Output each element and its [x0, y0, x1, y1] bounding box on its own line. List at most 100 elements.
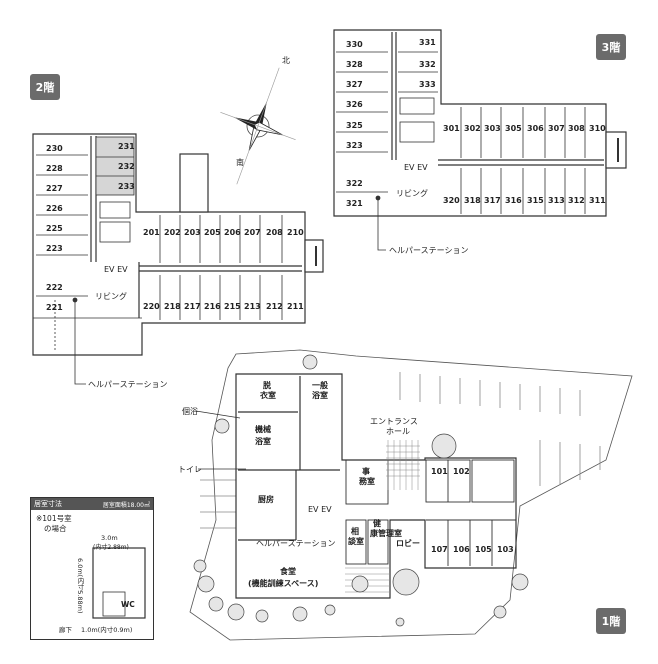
room-212: 212: [266, 302, 283, 311]
room-308: 308: [568, 124, 585, 133]
elevator-label-1f: EV EV: [308, 505, 332, 514]
room-size-note-line-2: の場合: [44, 524, 67, 533]
room-326: 326: [346, 100, 363, 109]
room-size-legend: 居室寸法 居室面積18.00㎡ ※101号室 の場合 3.0m (内寸2.88m…: [30, 497, 154, 640]
office-label-2: 務室: [359, 476, 375, 486]
room-222: 222: [46, 283, 63, 292]
individual-bath-label: 個浴: [182, 406, 198, 416]
room-303: 303: [484, 124, 501, 133]
room-217: 217: [184, 302, 201, 311]
floor-1-leaders: [195, 410, 246, 470]
wc-label: WC: [121, 600, 135, 609]
room-size-header: 居室寸法 居室面積18.00㎡: [31, 498, 153, 510]
living-label-2f: リビング: [95, 291, 127, 301]
room-215: 215: [224, 302, 241, 311]
room-218: 218: [164, 302, 181, 311]
room-227: 227: [46, 184, 63, 193]
room-201: 201: [143, 228, 160, 237]
entrance-hall-label-2: ホール: [386, 427, 410, 436]
room-312: 312: [568, 196, 585, 205]
floor-2-plan: [32, 133, 324, 356]
room-322: 322: [346, 179, 363, 188]
toilet-label: トイレ: [178, 465, 202, 474]
lobby-label: ロビー: [396, 538, 420, 548]
room-228: 228: [46, 164, 63, 173]
room-225: 225: [46, 224, 63, 233]
room-220: 220: [143, 302, 160, 311]
consultation-room-label-2: 談室: [348, 536, 364, 546]
trees: [193, 354, 529, 627]
room-size-title: 居室寸法: [34, 500, 62, 508]
corridor-label: 廊下: [59, 626, 72, 634]
room-323: 323: [346, 141, 363, 150]
undressing-room-label-1: 脱: [263, 380, 271, 390]
floor-tag-1f: 1階: [596, 608, 626, 634]
floor-3-plan: [333, 29, 627, 217]
door-width-label: 1.0m(内寸0.9m): [81, 626, 133, 634]
room-328: 328: [346, 60, 363, 69]
room-321: 321: [346, 199, 363, 208]
room-327: 327: [346, 80, 363, 89]
room-101: 101: [431, 467, 448, 476]
room-106: 106: [453, 545, 470, 554]
elevator-label-3f: EV EV: [404, 163, 428, 172]
machine-bath-label-1: 機械: [255, 424, 271, 434]
living-label-3f: リビング: [396, 188, 428, 198]
compass-north-label: 北: [282, 56, 290, 65]
elevator-label-2f: EV EV: [104, 265, 128, 274]
room-size-diagram: [92, 547, 146, 619]
room-302: 302: [464, 124, 481, 133]
consultation-room-label-1: 相: [351, 526, 359, 536]
room-203: 203: [184, 228, 201, 237]
helper-station-leader-2f: [72, 297, 86, 385]
room-332: 332: [419, 60, 436, 69]
room-333: 333: [419, 80, 436, 89]
helper-station-leader-3f: [375, 195, 386, 251]
room-230: 230: [46, 144, 63, 153]
room-325: 325: [346, 121, 363, 130]
room-size-note: ※101号室 の場合: [36, 514, 72, 534]
room-206: 206: [224, 228, 241, 237]
room-301: 301: [443, 124, 460, 133]
room-107: 107: [431, 545, 448, 554]
room-305: 305: [505, 124, 522, 133]
compass-rose: [220, 67, 296, 185]
room-103: 103: [497, 545, 514, 554]
room-307: 307: [548, 124, 565, 133]
room-226: 226: [46, 204, 63, 213]
floor-3-room-labels: 330 328 327 326 325 323 322 321 331 332 …: [346, 38, 606, 208]
dining-label-1: 食堂: [280, 566, 296, 576]
room-311: 311: [589, 196, 606, 205]
room-size-width-inner: (内寸2.88m): [93, 544, 129, 551]
dining-label-2: (機能訓練スペース): [248, 578, 318, 588]
room-232: 232: [118, 162, 135, 171]
floor-1-labels: 101 102 107 106 105 103 脱 衣室 一般 浴室 機械 浴室…: [178, 380, 514, 588]
health-room-label-1: 健: [373, 518, 381, 528]
floor-1-plan: [235, 373, 517, 599]
room-320: 320: [443, 196, 460, 205]
room-223: 223: [46, 244, 63, 253]
room-210: 210: [287, 228, 304, 237]
room-310: 310: [589, 124, 606, 133]
room-318: 318: [464, 196, 481, 205]
helper-station-label-1f: ヘルパーステーション: [256, 539, 335, 548]
floor-tag-2f: 2階: [30, 74, 60, 100]
room-315: 315: [527, 196, 544, 205]
kitchen-label: 厨房: [258, 494, 274, 504]
room-231: 231: [118, 142, 135, 151]
room-102: 102: [453, 467, 470, 476]
office-label-1: 事: [362, 466, 370, 476]
room-313: 313: [548, 196, 565, 205]
room-size-area: 居室面積18.00㎡: [102, 501, 150, 509]
room-208: 208: [266, 228, 283, 237]
room-221: 221: [46, 303, 63, 312]
room-202: 202: [164, 228, 181, 237]
room-size-height: 6.0m(内寸5.88m): [76, 558, 84, 614]
floor-2-room-labels: 230 228 227 226 225 223 222 221 231 232 …: [46, 142, 304, 312]
undressing-room-label-2: 衣室: [260, 390, 276, 400]
room-317: 317: [484, 196, 501, 205]
room-207: 207: [244, 228, 261, 237]
health-room-label-2: 康管理室: [370, 528, 402, 538]
